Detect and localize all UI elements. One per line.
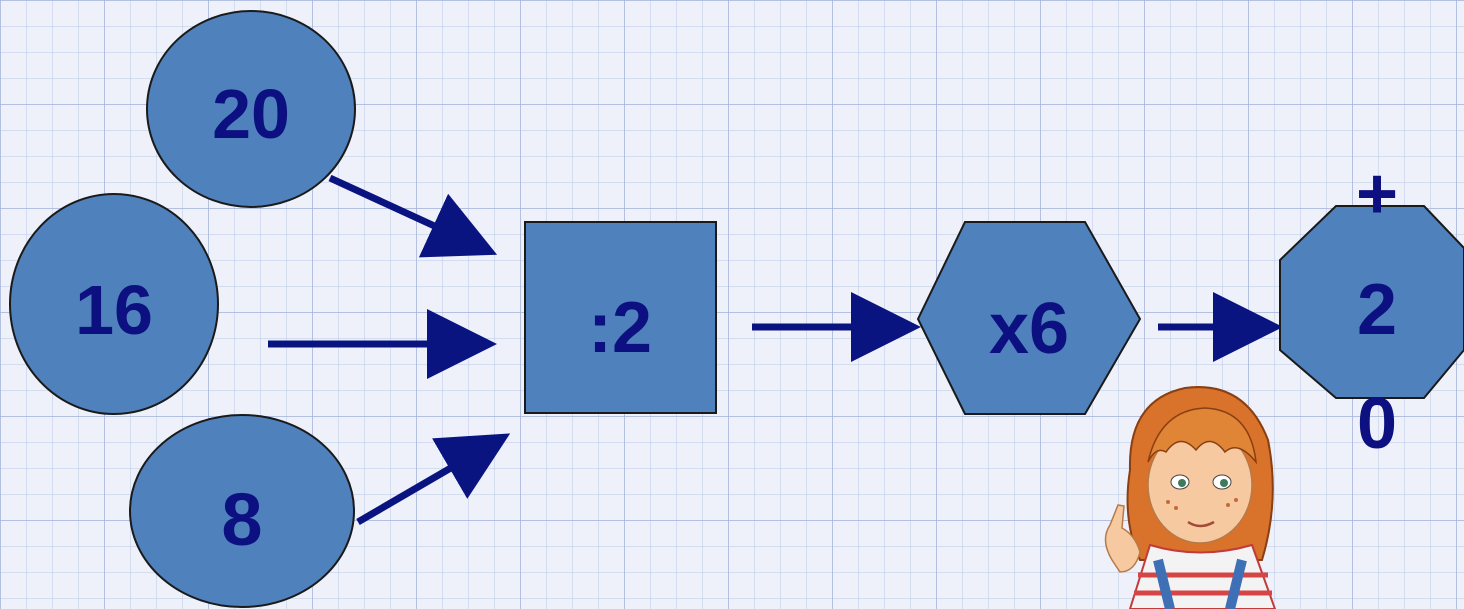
add-node: + 2 0 xyxy=(1279,154,1464,464)
input-node-middle: 16 xyxy=(9,193,219,415)
add-node-sign: + xyxy=(1356,154,1398,234)
input-node-middle-label: 16 xyxy=(75,271,153,349)
multiply-node-label: x6 xyxy=(989,289,1069,369)
arrow-bottom-to-divide xyxy=(356,433,511,526)
divide-node: :2 xyxy=(524,221,717,414)
divide-node-label: :2 xyxy=(588,288,652,368)
input-node-top-label: 20 xyxy=(212,75,290,153)
add-node-digit-1: 2 xyxy=(1357,270,1397,350)
input-node-bottom-label: 8 xyxy=(221,478,262,561)
multiply-node: x6 xyxy=(916,221,1142,415)
input-node-bottom: 8 xyxy=(129,414,355,608)
add-node-digit-2: 0 xyxy=(1357,384,1397,464)
arrow-top-to-divide xyxy=(328,174,498,258)
input-node-top: 20 xyxy=(146,10,356,208)
girl-illustration xyxy=(1104,386,1277,609)
